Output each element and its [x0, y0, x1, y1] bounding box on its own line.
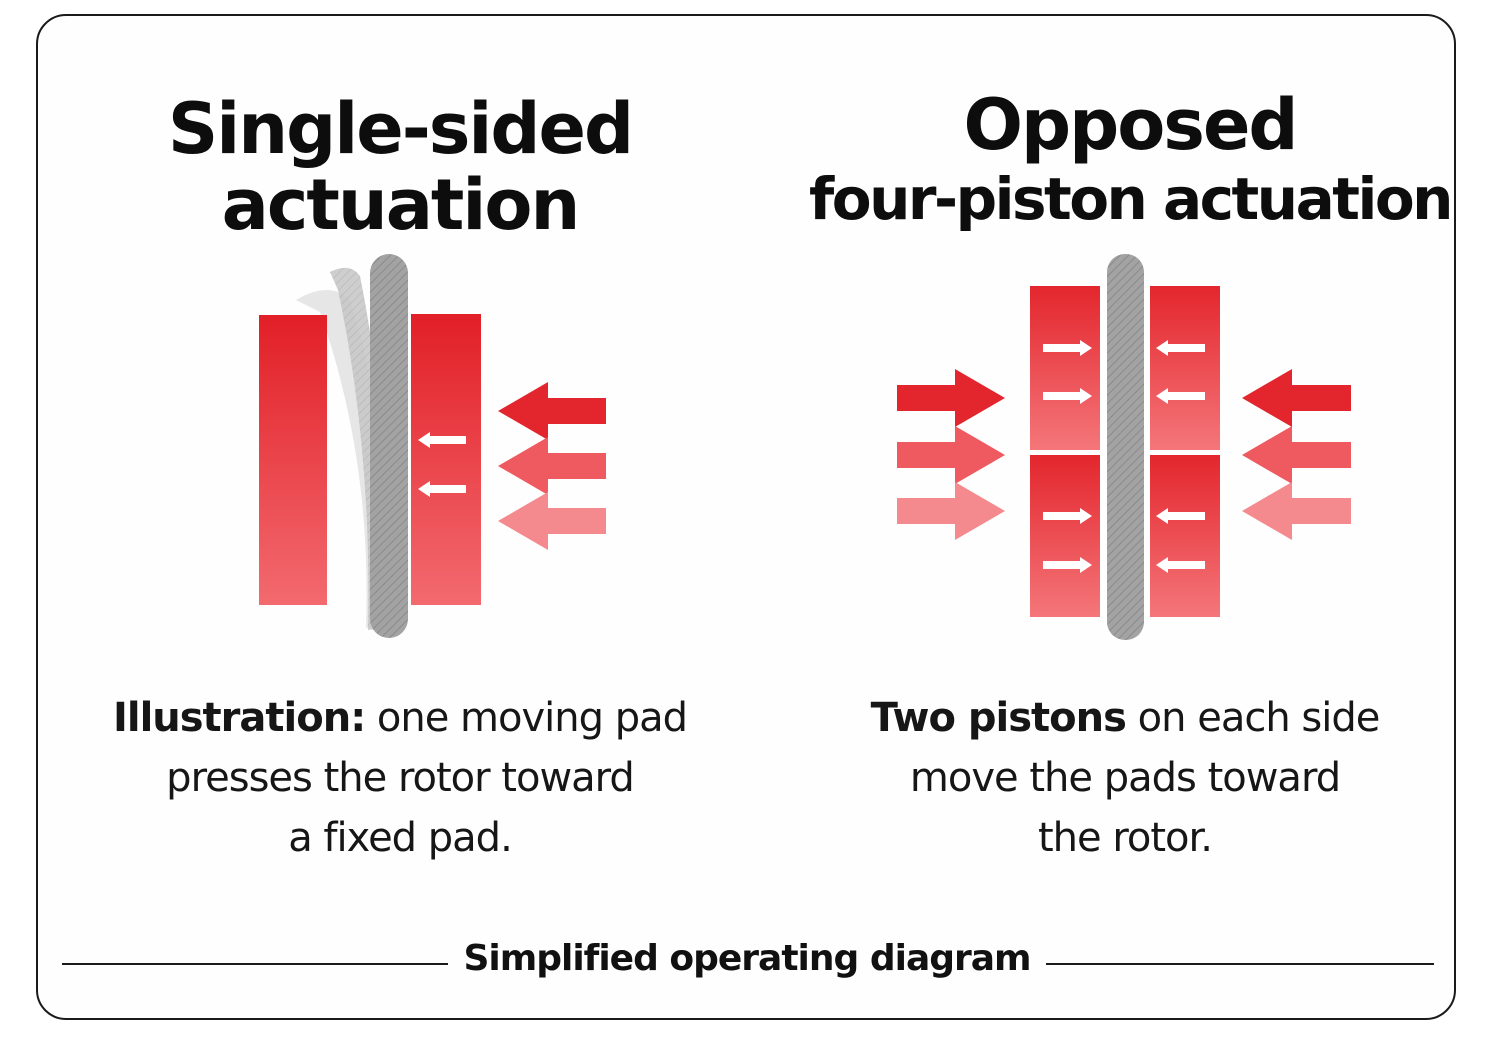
right-caption-line3: the rotor.	[1037, 815, 1213, 861]
pad-upper-left-icon	[1030, 286, 1100, 450]
right-caption-bold: Two pistons	[870, 695, 1127, 741]
rotor-icon	[1107, 254, 1144, 640]
piston-arrow-icon	[418, 432, 466, 497]
left-title: Single-sided actuation	[130, 88, 670, 246]
force-arrow-icon	[897, 482, 1005, 540]
right-title-line1: Opposed	[963, 84, 1298, 166]
right-caption-line2: move the pads toward	[909, 755, 1341, 801]
force-arrow-icon	[1242, 482, 1351, 540]
moving-pad-icon	[411, 314, 481, 605]
left-caption-line3: a fixed pad.	[288, 815, 513, 861]
left-caption-bold: Illustration:	[112, 695, 366, 741]
left-caption-line2: presses the rotor toward	[166, 755, 635, 801]
left-title-line1: Single-sided	[167, 88, 634, 170]
force-arrow-icon	[897, 369, 1005, 427]
footer-label: Simplified operating diagram	[463, 938, 1031, 979]
opposed-four-piston-diagram	[897, 254, 1351, 640]
pad-upper-right-icon	[1150, 286, 1220, 450]
left-caption-line1: Illustration: one moving pad	[80, 688, 720, 748]
force-arrow-icon	[1242, 426, 1351, 484]
force-arrow-icon	[498, 382, 606, 440]
right-title-line2: four-piston actuation	[809, 164, 1453, 233]
right-caption-line1-rest: on each side	[1125, 695, 1381, 741]
right-caption-line1: Two pistons on each side	[800, 688, 1450, 748]
footer-divider-left	[62, 963, 448, 965]
single-sided-diagram	[259, 254, 606, 638]
piston-arrow-icon	[1043, 340, 1092, 573]
pad-lower-right-icon	[1150, 455, 1220, 617]
force-arrow-icon	[498, 492, 606, 550]
rotor-icon	[370, 254, 408, 638]
right-caption: Two pistons on each side move the pads t…	[800, 688, 1450, 868]
force-arrow-icon	[897, 426, 1005, 484]
left-caption-line1-rest: one moving pad	[365, 695, 688, 741]
right-title: Opposed four-piston actuation	[800, 84, 1460, 233]
left-title-line2: actuation	[221, 163, 581, 246]
footer-divider-right	[1046, 963, 1434, 965]
force-arrow-icon	[1242, 369, 1351, 427]
fixed-pad-icon	[259, 315, 327, 605]
force-arrow-icon	[498, 437, 606, 495]
piston-arrow-icon	[1156, 340, 1205, 573]
left-caption: Illustration: one moving pad presses the…	[80, 688, 720, 868]
pad-lower-left-icon	[1030, 455, 1100, 617]
